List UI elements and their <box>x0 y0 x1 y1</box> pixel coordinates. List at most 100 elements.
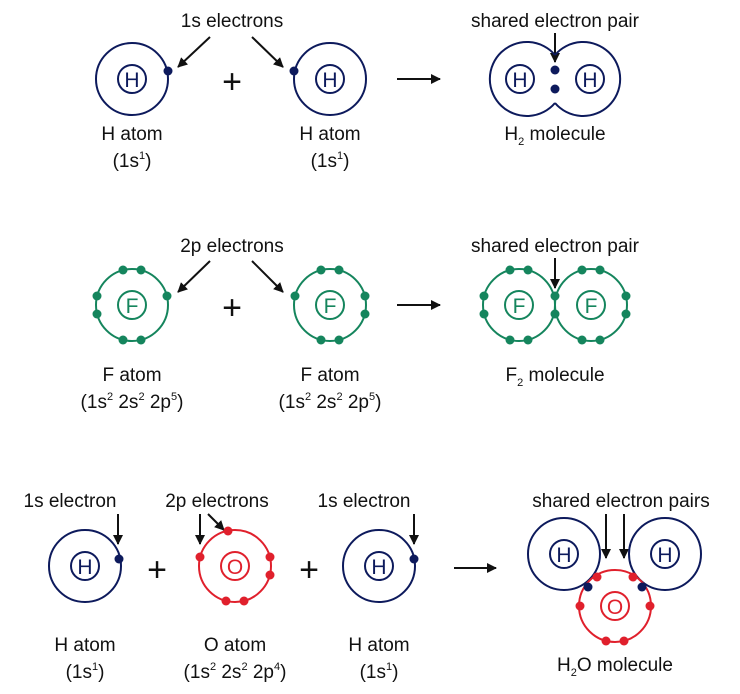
electron-dot <box>360 291 370 301</box>
electron-config-label: (1s1) <box>113 150 152 172</box>
electron-dot <box>265 570 275 580</box>
shared-pairs-callout: shared electron pairs <box>532 491 709 512</box>
electron-dot <box>523 265 533 275</box>
callout-arrow-left <box>177 36 211 68</box>
electron-dot <box>601 636 611 646</box>
atom-symbol: F <box>585 295 598 318</box>
electron-dot <box>265 552 275 562</box>
atom-name-label: O atom <box>204 635 266 656</box>
atom-name-label: F atom <box>300 365 359 386</box>
row-hydrogen: 1s electrons H + H shared electron pair <box>95 11 640 172</box>
electron-dot <box>290 291 300 301</box>
electron-dot <box>479 291 489 301</box>
electron-dot <box>621 309 631 319</box>
electron-dot <box>92 309 102 319</box>
electron-dot <box>162 291 172 301</box>
electron-dot <box>316 265 326 275</box>
h2-molecule: H H <box>488 41 622 117</box>
plus-sign: + <box>299 551 319 589</box>
shared-electron-dot <box>550 65 560 75</box>
electron-dot <box>645 601 655 611</box>
f2-molecule: F F <box>479 265 631 345</box>
electron-dot <box>523 335 533 345</box>
molecule-label: H2O molecule <box>557 655 673 679</box>
fluorine-atom-left: F <box>92 265 172 345</box>
electron-dot <box>195 552 205 562</box>
shared-electron-dot <box>592 572 602 582</box>
electron-dot <box>334 265 344 275</box>
electron-dot <box>221 596 231 606</box>
atom-name-label: F atom <box>102 365 161 386</box>
electron-dot <box>118 335 128 345</box>
callout-arrow-right <box>251 260 284 293</box>
electron-dot <box>575 601 585 611</box>
oxygen-atom: O <box>195 526 275 606</box>
electron-config-label: (1s1) <box>311 150 350 172</box>
atom-symbol: F <box>513 295 526 318</box>
shared-pair-callout: shared electron pair <box>471 11 640 32</box>
atom-symbol: H <box>371 556 386 579</box>
electron-dot <box>118 265 128 275</box>
electron-dot <box>316 335 326 345</box>
electron-dot <box>479 309 489 319</box>
electron-dot <box>163 66 173 76</box>
fluorine-atom-right: F <box>290 265 370 345</box>
electron-config-label: (1s2 2s2 2p5) <box>81 391 184 413</box>
electron-dot <box>334 335 344 345</box>
electron-config-label: (1s2 2s2 2p5) <box>279 391 382 413</box>
callout-1s-electrons: 1s electrons <box>181 11 283 32</box>
atom-symbol: F <box>126 295 139 318</box>
atom-symbol: H <box>657 544 672 567</box>
shared-electron-dot <box>628 572 638 582</box>
plus-sign: + <box>147 551 167 589</box>
electron-dot <box>239 596 249 606</box>
row-fluorine: 2p electrons F + F <box>81 236 640 413</box>
electron-dot <box>409 554 419 564</box>
callout-arrow-right <box>251 36 284 68</box>
atom-symbol: H <box>124 69 139 92</box>
electron-config-label: (1s1) <box>360 661 399 683</box>
electron-dot <box>136 265 146 275</box>
atom-name-label: H atom <box>348 635 409 656</box>
molecule-label: F2 molecule <box>505 365 604 389</box>
atom-symbol: H <box>556 544 571 567</box>
shared-electron-dot <box>550 309 560 319</box>
atom-name-label: H atom <box>299 124 360 145</box>
atom-name-label: H atom <box>54 635 115 656</box>
plus-sign: + <box>222 289 242 327</box>
electron-dot <box>136 335 146 345</box>
callout-2p-electrons: 2p electrons <box>180 236 284 257</box>
electron-dot <box>289 66 299 76</box>
callout-arrow-left <box>177 260 211 293</box>
electron-dot <box>621 291 631 301</box>
row-water: 1s electron 2p electrons 1s electron H +… <box>24 491 710 683</box>
atom-symbol: H <box>512 69 527 92</box>
electron-dot <box>92 291 102 301</box>
electron-dot <box>619 636 629 646</box>
atom-symbol: H <box>582 69 597 92</box>
hydrogen-atom-left: H <box>48 529 124 603</box>
electron-dot <box>223 526 233 536</box>
hydrogen-atom-right: H <box>342 529 419 603</box>
atom-name-label: H atom <box>101 124 162 145</box>
atom-symbol: O <box>607 596 623 619</box>
callout-1s-electron-right: 1s electron <box>318 491 411 512</box>
electron-config-label: (1s1) <box>66 661 105 683</box>
electron-dot <box>595 265 605 275</box>
electron-dot <box>505 265 515 275</box>
shared-electron-dot <box>550 291 560 301</box>
shared-electron-dot <box>637 582 647 592</box>
atom-symbol: F <box>324 295 337 318</box>
atom-symbol: H <box>77 556 92 579</box>
electron-dot <box>114 554 124 564</box>
shared-pair-callout: shared electron pair <box>471 236 640 257</box>
plus-sign: + <box>222 63 242 101</box>
callout-1s-electron-left: 1s electron <box>24 491 117 512</box>
electron-dot <box>595 335 605 345</box>
callout-2p-electrons: 2p electrons <box>165 491 269 512</box>
shared-electron-dot <box>583 582 593 592</box>
electron-dot <box>577 335 587 345</box>
atom-symbol: O <box>227 556 243 579</box>
electron-dot <box>360 309 370 319</box>
